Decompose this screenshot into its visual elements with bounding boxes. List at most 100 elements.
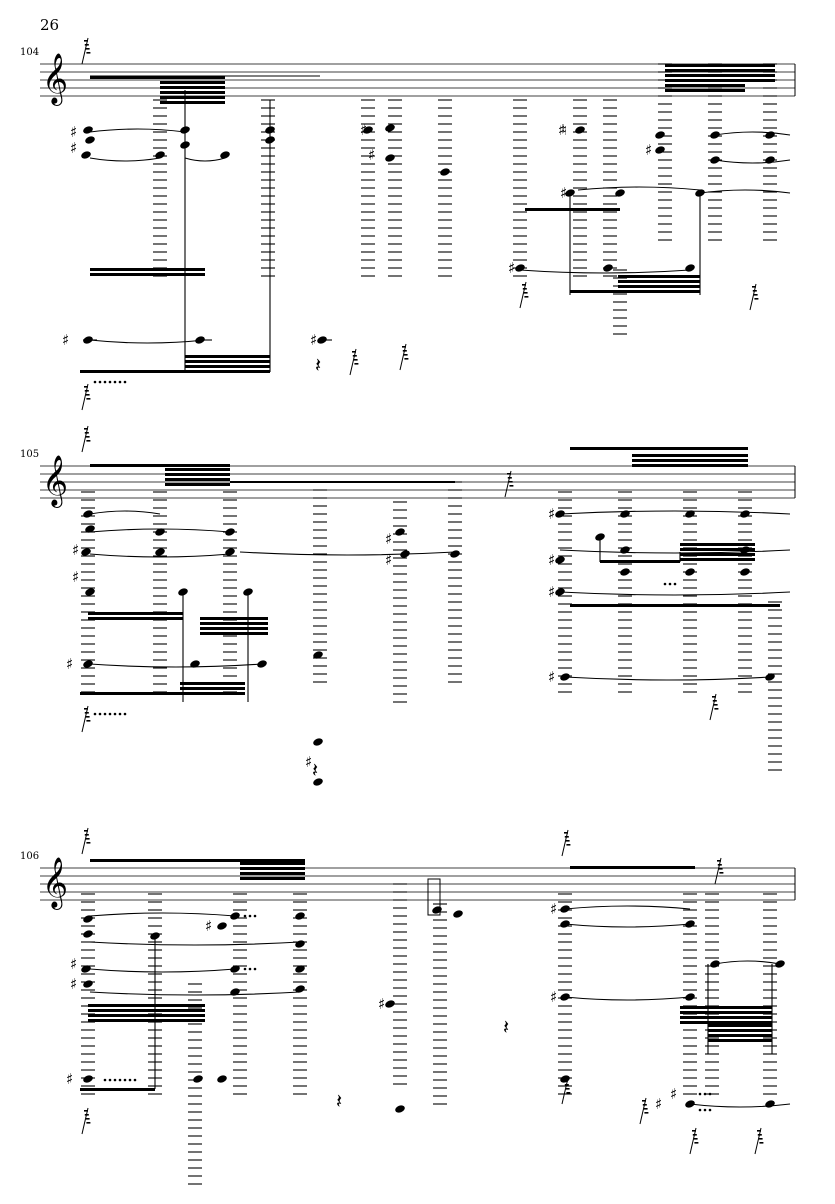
grace-note [519,281,529,309]
augmentation-dot [108,712,112,716]
augmentation-dot [253,914,257,918]
sharp-icon: ♯ [368,146,375,164]
sharp-icon: ♯ [548,583,555,601]
augmentation-dot [118,380,122,384]
beam [618,285,700,288]
grace-note [561,829,571,857]
beam [160,91,225,94]
beam [240,862,305,865]
notehead [155,528,165,536]
sharp-icon: ♯ [385,551,392,569]
beam [708,1024,772,1027]
tie [89,339,206,344]
augmentation-dot [128,1078,132,1082]
beam [200,617,268,620]
beam [180,687,245,690]
beam [680,1021,772,1024]
beam [200,627,268,630]
notehead [432,906,442,914]
beam [165,483,230,486]
augmentation-dot [698,1092,702,1096]
natural-icon: ♮ [562,121,567,139]
grace-note [749,283,759,311]
beam [570,604,780,607]
sharp-icon: ♯ [645,141,652,159]
augmentation-dot [103,1078,107,1082]
grace-note [81,827,91,855]
notehead [295,940,305,948]
quarter-rest-icon: 𝄽 [312,758,318,782]
beam [618,280,700,283]
notehead [295,985,305,993]
grace-note [81,425,91,453]
beam [200,622,268,625]
notehead [295,965,305,973]
augmentation-dot [108,1078,112,1082]
beam [240,867,305,870]
tie [89,968,236,973]
notehead [193,1075,203,1083]
beam [185,355,270,358]
beam [708,1034,772,1037]
beam [185,360,270,363]
augmentation-dot [118,712,122,716]
sharp-icon: ♯ [70,139,77,157]
augmentation-dot [708,1108,712,1112]
notehead [190,660,200,668]
grace-note [639,1097,649,1125]
notehead [575,126,585,134]
notehead [230,988,240,996]
augmentation-dot [708,1092,712,1096]
sharp-icon: ♯ [558,121,565,139]
sharp-icon: ♯ [670,1085,677,1103]
tie [714,131,791,136]
notehead [313,651,323,659]
tie [89,510,161,515]
notehead [317,336,327,344]
beam [180,692,245,695]
tie [714,960,781,965]
augmentation-dot [133,1078,137,1082]
sharp-icon: ♯ [385,530,392,548]
augmentation-dot [703,1092,707,1096]
grace-note [754,1127,764,1155]
augmentation-dot [673,582,677,586]
sharp-icon: ♯ [205,917,212,935]
notehead [740,568,750,576]
sharp-icon: ♯ [305,753,312,771]
augmentation-dot [113,380,117,384]
notehead [81,548,91,556]
grace-note [81,37,91,65]
beam [570,290,700,293]
augmentation-dot [248,967,252,971]
notehead [85,588,95,596]
grace-note [689,1127,699,1155]
sharp-icon: ♯ [548,668,555,686]
augmentation-dot [123,1078,127,1082]
beam [160,96,225,99]
tie [89,157,161,162]
augmentation-dot [703,1108,707,1112]
grace-note [561,1077,571,1105]
beam [88,1019,205,1022]
sharp-icon: ♯ [72,568,79,586]
notehead [555,556,565,564]
beam [632,464,748,467]
notehead [83,660,93,668]
beam [680,1016,772,1019]
augmentation-dot [98,380,102,384]
treble-clef-icon: 𝄞 [42,857,68,910]
notehead [363,126,373,134]
tie [714,159,791,164]
treble-clef-icon: 𝄞 [42,53,68,106]
tie [577,186,701,191]
grace-note [504,470,514,498]
beam [680,558,755,561]
notehead [560,1075,570,1083]
beam [240,872,305,875]
quarter-rest-icon: 𝄽 [336,1089,342,1113]
beam [88,612,183,615]
beam [165,478,230,481]
beam [618,275,700,278]
augmentation-dot [103,712,107,716]
